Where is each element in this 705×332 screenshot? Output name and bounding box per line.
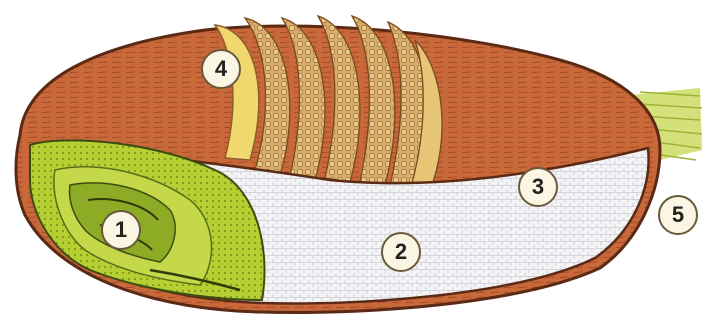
label-marker-aleurone: 3: [518, 167, 558, 207]
label-marker-endosperm: 2: [381, 232, 421, 272]
label-marker-embryo: 1: [101, 210, 141, 250]
label-marker-brush: 5: [658, 195, 698, 235]
label-marker-pericarp: 4: [201, 49, 241, 89]
